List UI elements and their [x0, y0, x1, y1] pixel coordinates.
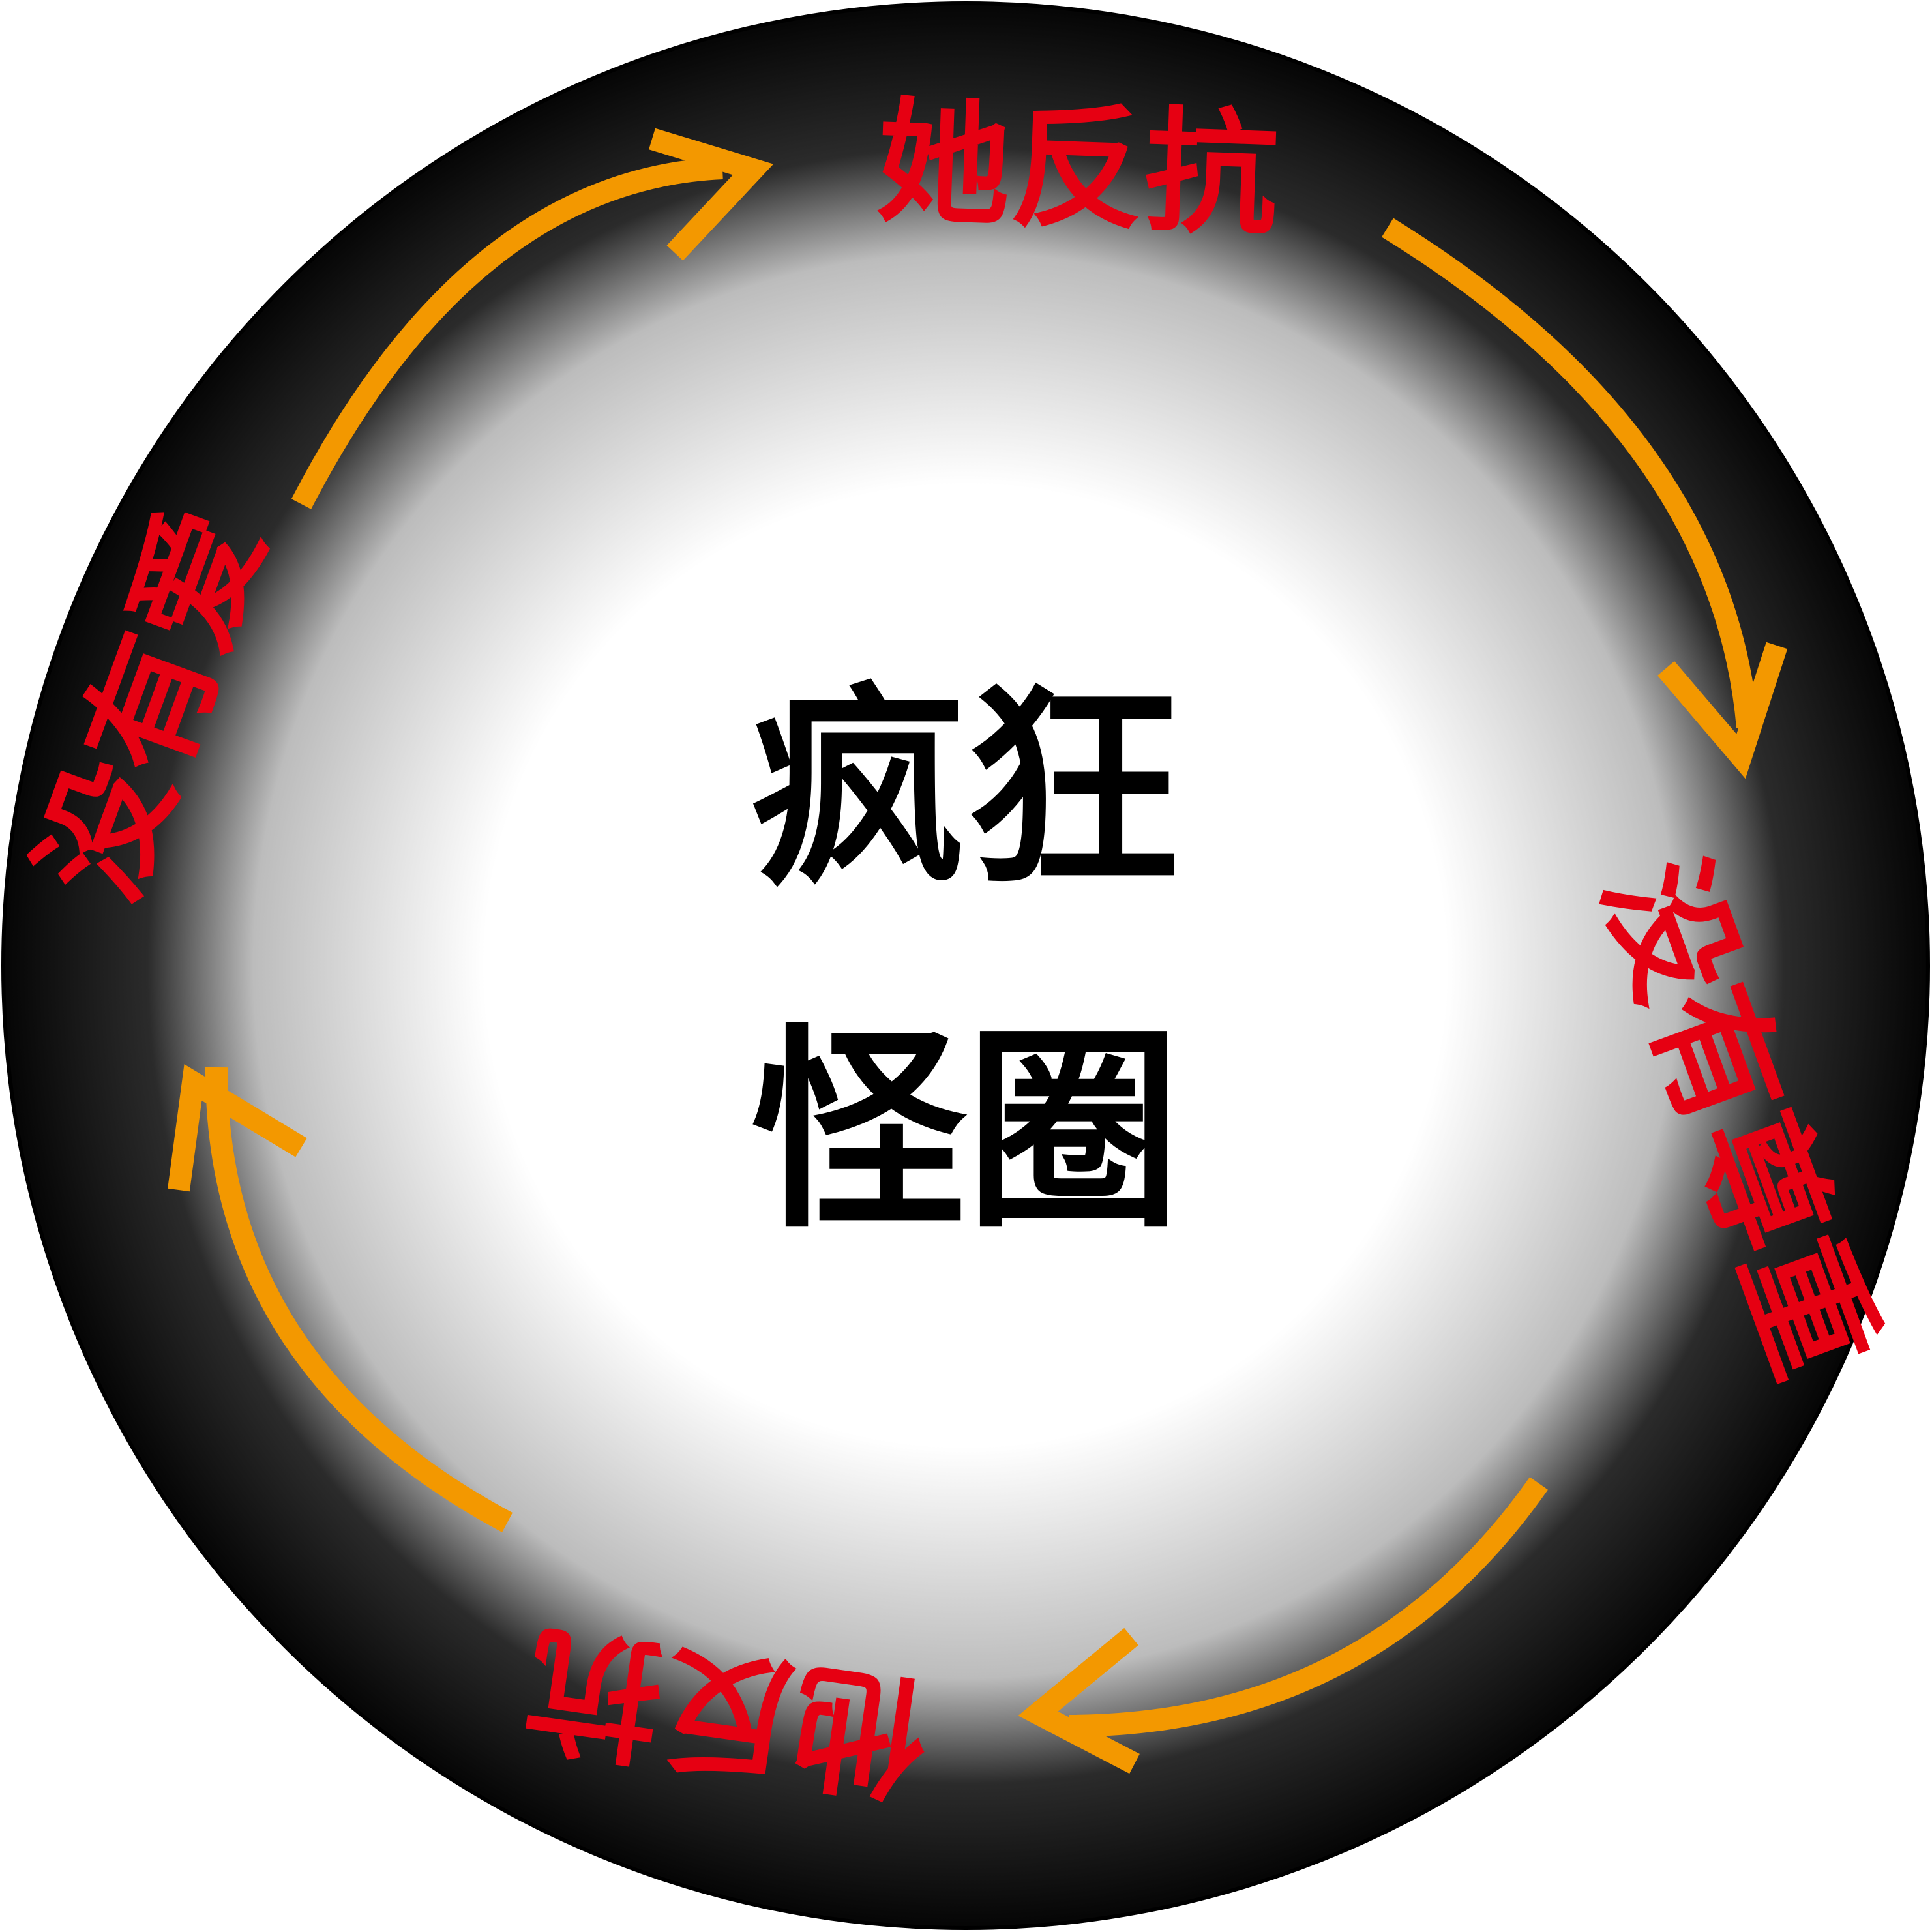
arrow-no-respect-to-he-resists: [1018, 1477, 1548, 1774]
cycle-step-she-resists: 她反抗: [874, 85, 1281, 254]
center-title-line-2: 怪圈: [751, 1007, 1181, 1257]
arrow-no-love-to-she-resists: [291, 128, 774, 509]
center-title-line-1: 疯狂: [751, 664, 1181, 915]
arrow-he-resists-to-no-love: [168, 1064, 513, 1532]
arrow-she-resists-to-no-respect: [1382, 218, 1788, 779]
